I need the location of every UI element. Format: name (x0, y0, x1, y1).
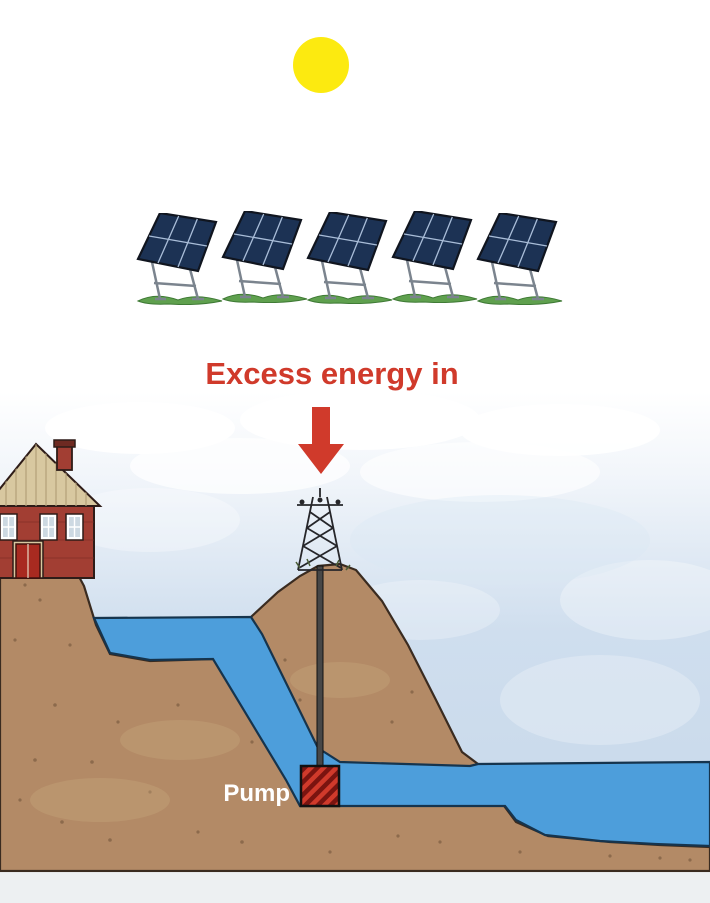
sun-icon (293, 37, 349, 93)
hilltop-grass (295, 558, 351, 571)
window-icon (65, 513, 84, 541)
house-icon (0, 439, 103, 579)
pump-label: Pump (223, 780, 290, 807)
chimney-cap (53, 439, 76, 448)
ground-shading (30, 662, 390, 822)
solar-panel-icon (136, 213, 224, 305)
solar-panel-icon (221, 211, 309, 303)
cloud-icon (500, 655, 700, 745)
window-icon (0, 513, 18, 541)
door-icon (12, 540, 44, 579)
solar-panel-row (136, 211, 564, 305)
cloud-icon (240, 390, 480, 450)
down-arrow-icon (298, 407, 344, 474)
solar-panel-icon (476, 213, 564, 305)
cloud-icon (45, 402, 235, 454)
window-icon (39, 513, 58, 541)
excess-energy-label: Excess energy in (205, 356, 458, 391)
solar-panel-icon (306, 212, 394, 304)
chimney (56, 445, 73, 471)
insulators (299, 497, 341, 505)
house-windows (0, 513, 84, 541)
drive-shaft (316, 565, 324, 769)
cloud-icon (360, 442, 600, 502)
solar-panel-icon (391, 211, 479, 303)
ground-texture (13, 583, 692, 862)
transmission-tower-icon (297, 488, 343, 571)
pump-icon (299, 764, 341, 808)
cloud-icon (560, 560, 710, 640)
clouds (45, 390, 710, 745)
cloud-icon (350, 495, 650, 585)
cloud-icon (60, 488, 240, 552)
house-roof (0, 442, 103, 507)
cloud-icon (130, 438, 350, 494)
bottom-margin (0, 872, 710, 903)
